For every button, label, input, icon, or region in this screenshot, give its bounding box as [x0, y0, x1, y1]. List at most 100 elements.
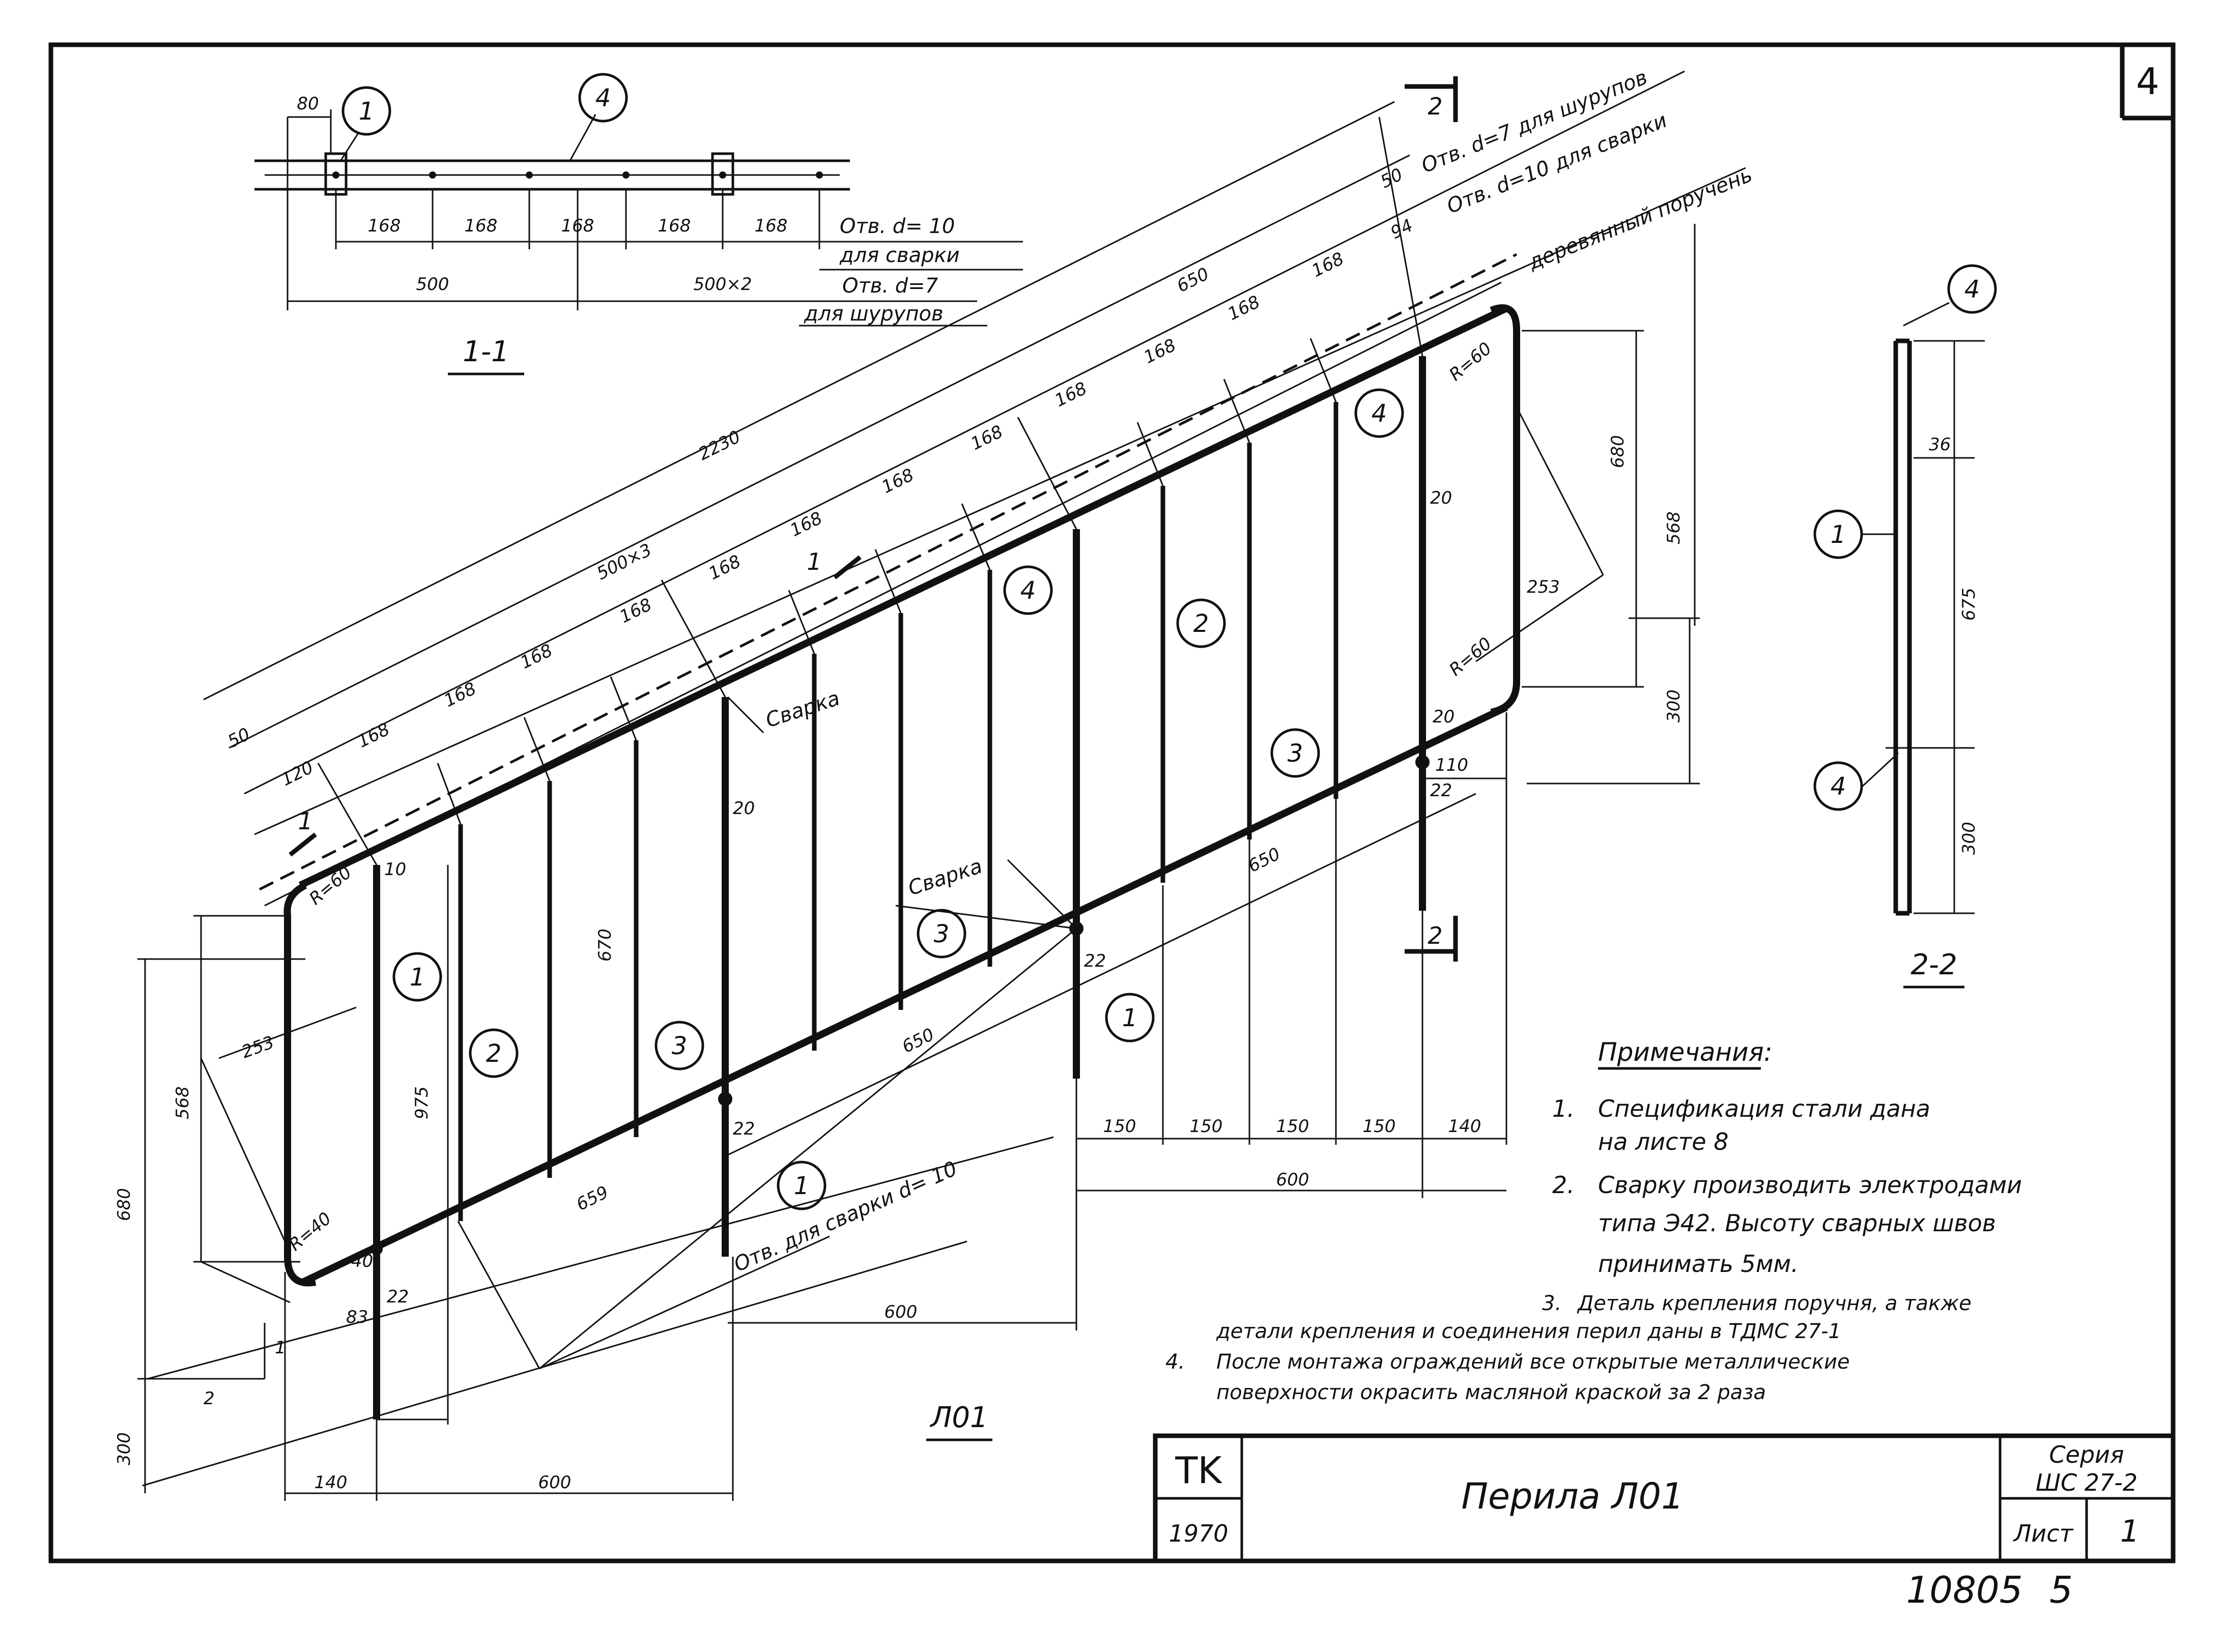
bubble-2-main-a-label: 2	[486, 1039, 502, 1068]
title-block-year: 1970	[1168, 1520, 1228, 1547]
note-4-number: 4.	[1165, 1350, 1185, 1374]
bubble-4-main-a-label: 4	[1020, 576, 1036, 605]
dim-22-a: 22	[387, 1287, 409, 1307]
bubble-1-section22-label: 1	[1831, 520, 1846, 549]
title-block-sheet-label: Лист	[2013, 1520, 2074, 1547]
notes-heading: Примечания:	[1598, 1037, 1773, 1067]
dim-650-right: 650	[1245, 844, 1284, 877]
dim-675: 675	[1959, 588, 1979, 621]
title-block-series-value: ШС 27-2	[2036, 1469, 2137, 1496]
dim-120: 120	[278, 757, 317, 790]
bubble-1-main-c-label: 1	[1122, 1004, 1138, 1032]
dim-22-b: 22	[733, 1119, 755, 1139]
sheet-frame	[48, 42, 2176, 1563]
note-3-line2: детали крепления и соединения перил даны…	[1216, 1320, 1841, 1343]
title-block	[1153, 1433, 2176, 1563]
dim-168-s1: 168	[354, 719, 393, 752]
label-weld-top: Сварка	[763, 686, 843, 732]
note-3-number: 3.	[1542, 1292, 1561, 1315]
dim-r60-right-lower: R=60	[1445, 633, 1496, 680]
bubble-3-main-b	[917, 909, 966, 959]
dim-975: 975	[412, 1086, 432, 1119]
note-1-line1: Спецификация стали дана	[1598, 1095, 1930, 1122]
dim-500: 500	[416, 274, 449, 295]
dim-300-left: 300	[114, 1432, 134, 1465]
dim-168-b: 168	[465, 216, 498, 236]
note-2-line2: типа Э42. Высоту сварных швов	[1598, 1209, 1996, 1237]
sec-hole10-line2: для сварки	[839, 244, 960, 267]
title-block-title: Перила Л01	[1461, 1475, 1684, 1517]
title-block-series-label: Серия	[2049, 1441, 2124, 1468]
dim-500x3: 500×3	[593, 540, 655, 584]
bubble-1-section	[341, 86, 391, 136]
dim-168-c: 168	[561, 216, 594, 236]
left-end-bend	[283, 882, 317, 1287]
dim-168-s6: 168	[787, 508, 825, 541]
railing-main-drawing	[137, 70, 1746, 1501]
dim-80: 80	[297, 94, 319, 114]
dim-568-right: 568	[1664, 511, 1684, 544]
dim-140-right: 140	[1448, 1116, 1481, 1137]
section-1-1-drawing	[254, 109, 1023, 375]
dim-20-c: 20	[1433, 707, 1455, 727]
dim-20-a: 20	[1430, 488, 1452, 508]
title-block-sheet-value: 1	[2120, 1514, 2140, 1549]
bubble-1-main-b-label: 1	[794, 1172, 810, 1200]
bottom-rail	[301, 704, 1508, 1286]
bubble-4-section22-bottom	[1813, 761, 1863, 811]
bubble-4-section-label: 4	[595, 84, 611, 112]
dim-600-mid: 600	[885, 1302, 918, 1322]
bubble-3-main-c-label: 3	[1288, 739, 1303, 768]
label-wood-rail: деревянный поручень	[1525, 163, 1756, 274]
section-mark-1-mid: 1	[807, 548, 821, 575]
label-hole-weld-bottom: Отв. для сварки d= 10	[730, 1157, 960, 1277]
slope-ratio-1: 1	[275, 1338, 286, 1358]
bubble-4-main-b	[1354, 388, 1404, 438]
sec-hole10-line1: Отв. d= 10	[840, 215, 955, 238]
note-2-line1: Сварку производить электродами	[1598, 1171, 2022, 1199]
dim-94: 94	[1387, 215, 1416, 243]
bottom-page-number: 5	[2049, 1569, 2073, 1611]
dim-659: 659	[573, 1182, 612, 1215]
dim-110: 110	[1435, 755, 1468, 775]
dim-253-right: 253	[1527, 577, 1560, 597]
bubble-2-main-a	[469, 1028, 519, 1078]
label-weld-mid: Сварка	[905, 854, 985, 900]
dim-168-s8: 168	[967, 421, 1006, 454]
bubble-4-section22-top	[1947, 264, 1997, 314]
corner-sheet-number: 4	[2136, 60, 2159, 103]
bubble-1-section-label: 1	[359, 97, 375, 126]
bottom-archive-number: 10805	[1906, 1569, 2022, 1611]
dim-168-s10: 168	[1140, 335, 1179, 368]
dim-600-left: 600	[538, 1472, 572, 1493]
dim-680-left: 680	[114, 1188, 134, 1221]
dim-150-a: 150	[1103, 1116, 1136, 1137]
bubble-4-main-b-label: 4	[1372, 399, 1387, 428]
dim-168-s2: 168	[441, 678, 479, 711]
note-4-line1: После монтажа ограждений все открытые ме…	[1216, 1350, 1850, 1374]
dim-168-s3: 168	[517, 640, 556, 673]
wooden-handrail-line	[259, 253, 1518, 891]
dim-253-left: 253	[239, 1032, 277, 1063]
dim-168-e: 168	[755, 216, 788, 236]
bubble-2-main-b	[1176, 598, 1226, 648]
dim-168-d: 168	[658, 216, 691, 236]
bubble-1-section22	[1813, 509, 1863, 559]
note-3-line1: Деталь крепления поручня, а также	[1577, 1292, 1972, 1315]
sec-hole7-line1: Отв. d=7	[842, 274, 938, 298]
dim-140-left: 140	[315, 1472, 348, 1493]
dim-r40: R=40	[285, 1208, 335, 1255]
dim-600-right: 600	[1276, 1170, 1309, 1190]
dim-300-right: 300	[1664, 689, 1684, 722]
bubble-1-main-a	[392, 952, 442, 1002]
sec-hole7-line2: для шурупов	[804, 302, 944, 326]
bubble-1-main-b	[777, 1161, 826, 1210]
main-view-title: Л01	[929, 1401, 988, 1434]
dim-22-d: 22	[1430, 780, 1452, 801]
dim-500x2: 500×2	[693, 274, 752, 295]
balusters	[458, 402, 1338, 1221]
section-1-1-title: 1-1	[463, 335, 509, 368]
section-2-2-title: 2-2	[1911, 948, 1957, 981]
dim-670: 670	[595, 929, 615, 962]
dim-50-left: 50	[224, 724, 253, 752]
